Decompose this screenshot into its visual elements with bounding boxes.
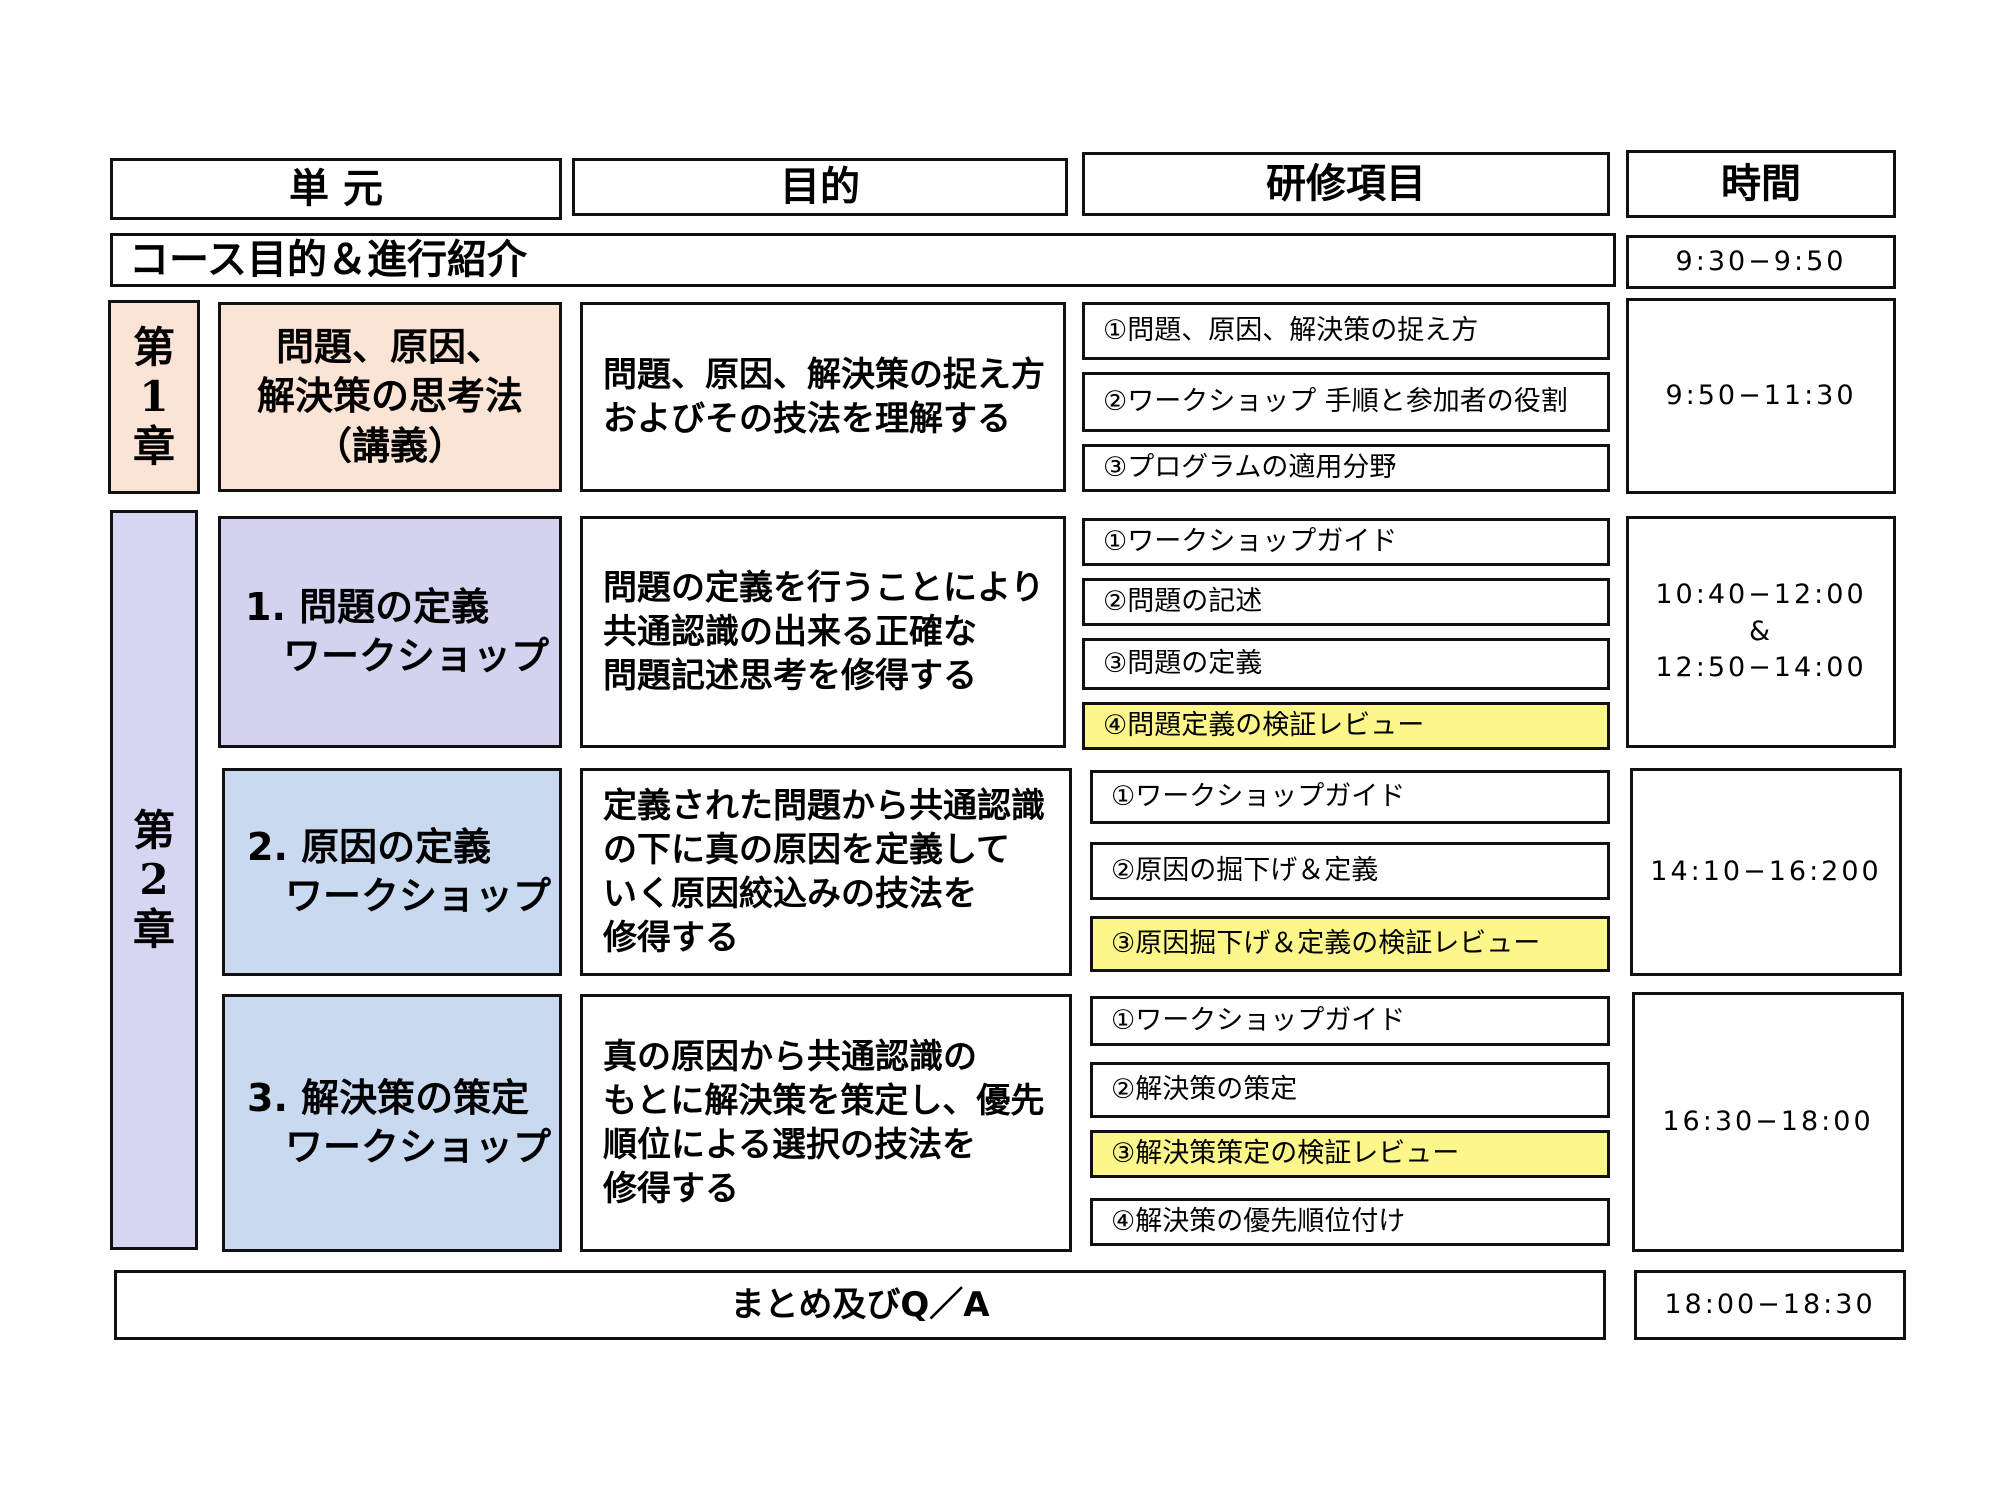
- summary-label: まとめ及びQ／A: [730, 1284, 990, 1325]
- section1-item-3: ③問題の定義: [1082, 638, 1610, 690]
- section2-purpose-label: 定義された問題から共通認識 の下に真の原因を定義して いく原因絞込みの技法を 修…: [603, 785, 1045, 959]
- summary-time: 18:00−18:30: [1634, 1270, 1906, 1340]
- section1-item-1: ①ワークショップガイド: [1082, 518, 1610, 566]
- item-label: ③プログラムの適用分野: [1103, 452, 1397, 484]
- section2-time-label: 14:10−16:200: [1650, 856, 1882, 888]
- section3-unit-label: 3. 解決策の策定 ワークショップ: [247, 1075, 552, 1169]
- item-label: ①ワークショップガイド: [1103, 526, 1398, 558]
- chapter1-item-2: ②ワークショップ 手順と参加者の役割: [1082, 372, 1610, 432]
- section2-item-1: ①ワークショップガイド: [1090, 770, 1610, 824]
- section3-item-1: ①ワークショップガイド: [1090, 996, 1610, 1046]
- chapter2-char-1: 第: [132, 805, 175, 855]
- section3-time-label: 16:30−18:00: [1662, 1106, 1874, 1138]
- header-unit: 単 元: [110, 158, 562, 220]
- header-items: 研修項目: [1082, 152, 1610, 216]
- item-label: ①ワークショップガイド: [1111, 781, 1406, 813]
- header-unit-label: 単 元: [289, 166, 383, 212]
- header-time: 時間: [1626, 150, 1896, 218]
- item-label: ③問題の定義: [1103, 648, 1263, 680]
- header-purpose: 目的: [572, 158, 1068, 216]
- section3-item-2: ②解決策の策定: [1090, 1062, 1610, 1118]
- summary-time-label: 18:00−18:30: [1664, 1289, 1876, 1321]
- chapter1-purpose: 問題、原因、解決策の捉え方 およびその技法を理解する: [580, 302, 1066, 492]
- item-label: ③原因掘下げ＆定義の検証レビュー: [1111, 928, 1541, 960]
- chapter2-char-3: 章: [132, 904, 175, 954]
- section1-unit-label: 1. 問題の定義 ワークショップ: [245, 584, 550, 678]
- item-label: ④解決策の優先順位付け: [1111, 1206, 1406, 1238]
- section1-item-2: ②問題の記述: [1082, 578, 1610, 626]
- section3-time: 16:30−18:00: [1632, 992, 1904, 1252]
- chapter1-item-3: ③プログラムの適用分野: [1082, 444, 1610, 492]
- intro-label: コース目的＆進行紹介: [129, 237, 527, 283]
- section3-unit: 3. 解決策の策定 ワークショップ: [222, 994, 562, 1252]
- item-label: ②問題の記述: [1103, 586, 1263, 618]
- section1-purpose-label: 問題の定義を行うことにより 共通認識の出来る正確な 問題記述思考を修得する: [603, 567, 1045, 697]
- intro-time-label: 9:30−9:50: [1675, 246, 1847, 278]
- chapter1-char-1: 第: [132, 322, 175, 372]
- chapter1-item-1: ①問題、原因、解決策の捉え方: [1082, 302, 1610, 360]
- section3-purpose-label: 真の原因から共通認識の もとに解決策を策定し、優先 順位による選択の技法を 修得…: [603, 1036, 1045, 1210]
- section2-item-2: ②原因の掘下げ＆定義: [1090, 842, 1610, 900]
- header-time-label: 時間: [1721, 161, 1801, 207]
- section1-time: 10:40−12:00 & 12:50−14:00: [1626, 516, 1896, 748]
- chapter1-unit: 問題、原因、 解決策の思考法 （講義）: [218, 302, 562, 492]
- section3-item-3: ③解決策策定の検証レビュー: [1090, 1130, 1610, 1178]
- item-label: ④問題定義の検証レビュー: [1103, 710, 1425, 742]
- chapter1-char-2: 1: [139, 372, 169, 422]
- item-label: ②ワークショップ 手順と参加者の役割: [1103, 386, 1568, 418]
- intro-time: 9:30−9:50: [1626, 235, 1896, 289]
- item-label: ②原因の掘下げ＆定義: [1111, 855, 1379, 887]
- chapter1-time-label: 9:50−11:30: [1665, 380, 1857, 412]
- section1-purpose: 問題の定義を行うことにより 共通認識の出来る正確な 問題記述思考を修得する: [580, 516, 1066, 748]
- section1-item-4: ④問題定義の検証レビュー: [1082, 702, 1610, 750]
- section2-unit: 2. 原因の定義 ワークショップ: [222, 768, 562, 976]
- section1-time-label: 10:40−12:00 & 12:50−14:00: [1655, 579, 1867, 684]
- section1-unit: 1. 問題の定義 ワークショップ: [218, 516, 562, 748]
- header-purpose-label: 目的: [780, 164, 860, 210]
- section3-item-4: ④解決策の優先順位付け: [1090, 1198, 1610, 1246]
- header-items-label: 研修項目: [1266, 161, 1426, 207]
- item-label: ②解決策の策定: [1111, 1074, 1298, 1106]
- chapter1-char-3: 章: [132, 421, 175, 471]
- intro-row: コース目的＆進行紹介: [110, 233, 1616, 287]
- chapter1-time: 9:50−11:30: [1626, 298, 1896, 494]
- item-label: ①ワークショップガイド: [1111, 1005, 1406, 1037]
- summary-row: まとめ及びQ／A: [114, 1270, 1606, 1340]
- chapter1-unit-label: 問題、原因、 解決策の思考法 （講義）: [256, 324, 523, 468]
- item-label: ③解決策策定の検証レビュー: [1111, 1138, 1460, 1170]
- chapter1-purpose-label: 問題、原因、解決策の捉え方 およびその技法を理解する: [603, 354, 1045, 439]
- section2-purpose: 定義された問題から共通認識 の下に真の原因を定義して いく原因絞込みの技法を 修…: [580, 768, 1072, 976]
- section3-purpose: 真の原因から共通認識の もとに解決策を策定し、優先 順位による選択の技法を 修得…: [580, 994, 1072, 1252]
- item-label: ①問題、原因、解決策の捉え方: [1103, 315, 1479, 347]
- chapter1-label: 第 1 章: [108, 300, 200, 494]
- chapter2-char-2: 2: [139, 855, 169, 905]
- section2-item-3: ③原因掘下げ＆定義の検証レビュー: [1090, 916, 1610, 972]
- chapter2-label: 第 2 章: [110, 510, 198, 1250]
- section2-time: 14:10−16:200: [1630, 768, 1902, 976]
- section2-unit-label: 2. 原因の定義 ワークショップ: [247, 824, 552, 918]
